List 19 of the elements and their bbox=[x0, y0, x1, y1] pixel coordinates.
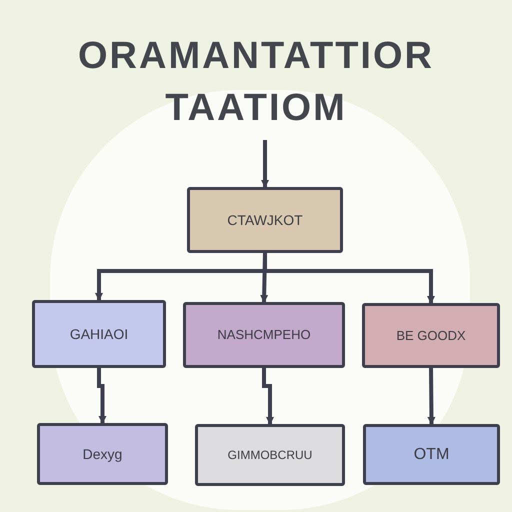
org-box bbox=[362, 303, 500, 368]
box-label: BE GOODX bbox=[396, 326, 466, 345]
connector-arrow bbox=[97, 368, 106, 424]
connector-arrow bbox=[262, 368, 274, 425]
box-label: GIMMOBCRUU bbox=[228, 447, 312, 464]
org-box bbox=[187, 187, 343, 253]
diagram-title: ORAMANTATTIOR TAATIOM bbox=[77, 34, 435, 131]
box-label: OTM bbox=[414, 444, 450, 464]
org-box bbox=[32, 300, 166, 368]
org-box bbox=[363, 424, 500, 485]
box-label: CTAWJKOT bbox=[227, 210, 303, 230]
org-box bbox=[37, 423, 168, 485]
connector-arrow bbox=[261, 140, 269, 188]
org-box bbox=[195, 424, 345, 486]
org-box bbox=[183, 302, 345, 368]
box-label: GAHIAOI bbox=[70, 324, 128, 344]
box-label: Dexyg bbox=[82, 444, 122, 464]
connector-arrow bbox=[427, 368, 436, 425]
box-label: NASHCMPEHO bbox=[217, 326, 311, 344]
